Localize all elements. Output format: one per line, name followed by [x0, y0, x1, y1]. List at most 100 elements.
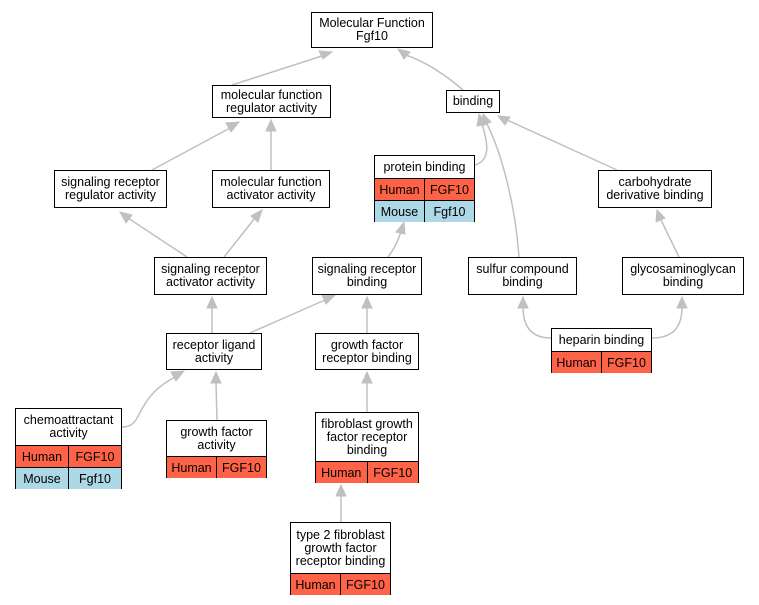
- node-label: glycosaminoglycan binding: [630, 262, 736, 289]
- human-annotation-row: Human FGF10: [16, 445, 121, 467]
- node-label: fibroblast growth factor receptor bindin…: [321, 416, 413, 457]
- node-label: molecular function activator activity: [220, 175, 322, 202]
- node-label: protein binding: [383, 159, 466, 174]
- edge-rla-to-sraa: [206, 295, 218, 333]
- node-type-2-fibroblast-growth-factor-receptor-binding[interactable]: type 2 fibroblast growth factor receptor…: [290, 522, 391, 595]
- edge-line: [231, 54, 326, 86]
- edge-line: [486, 123, 520, 258]
- edge-line: [387, 231, 402, 258]
- mouse-annotation-row: Mouse Fgf10: [375, 200, 474, 222]
- arrowhead: [396, 48, 411, 60]
- arrowhead: [361, 370, 373, 384]
- human-annotation-row: Human FGF10: [375, 178, 474, 200]
- edge-mfaa-to-mfra: [265, 118, 277, 170]
- edge-line: [660, 219, 680, 258]
- species-cell: Human: [556, 355, 597, 370]
- node-label: receptor ligand activity: [172, 337, 256, 365]
- node-chemoattractant-activity[interactable]: chemoattractant activity Human FGF10 Mou…: [15, 408, 122, 489]
- arrowhead: [210, 370, 222, 384]
- node-protein-binding[interactable]: protein binding Human FGF10 Mouse Fgf10: [374, 155, 475, 222]
- edge-line: [405, 54, 464, 91]
- node-heparin-binding[interactable]: heparin binding Human FGF10: [551, 328, 652, 373]
- edge-heparin-to-sulfur: [517, 295, 552, 339]
- arrowhead: [170, 370, 186, 382]
- edge-line: [127, 217, 188, 258]
- arrowhead: [496, 115, 511, 126]
- gene-cell: FGF10: [366, 462, 419, 483]
- edge-line: [151, 127, 231, 171]
- edge-gag-to-carb: [655, 208, 680, 258]
- arrowhead: [481, 112, 492, 127]
- node-signaling-receptor-regulator-activity[interactable]: signaling receptor regulator activity: [54, 170, 167, 208]
- human-annotation-row: Human FGF10: [167, 456, 266, 478]
- node-sulfur-compound-binding[interactable]: sulfur compound binding: [468, 257, 577, 295]
- arrowhead: [655, 208, 666, 223]
- species-cell: Human: [171, 460, 212, 475]
- node-binding[interactable]: binding: [446, 90, 500, 113]
- arrowhead: [206, 295, 218, 309]
- gene-cell: FGF10: [216, 457, 266, 478]
- mouse-annotation-row: Mouse Fgf10: [16, 467, 121, 489]
- node-label: sulfur compound binding: [476, 262, 569, 289]
- arrowhead: [318, 50, 334, 60]
- edge-gfrb-to-srb: [361, 295, 373, 333]
- edge-line: [474, 123, 488, 166]
- arrowhead: [321, 294, 337, 305]
- arrowhead: [265, 118, 277, 132]
- node-signaling-receptor-activator-activity[interactable]: signaling receptor activator activity: [154, 257, 267, 295]
- node-label: type 2 fibroblast growth factor receptor…: [295, 527, 386, 568]
- arrowhead: [250, 208, 263, 223]
- node-molecular-function-activator-activity[interactable]: molecular function activator activity: [212, 170, 330, 208]
- node-label: carbohydrate derivative binding: [606, 175, 704, 202]
- node-fibroblast-growth-factor-receptor-binding[interactable]: fibroblast growth factor receptor bindin…: [315, 412, 419, 483]
- edge-t2-to-fgfrb: [335, 483, 347, 522]
- human-annotation-row: Human FGF10: [291, 573, 390, 595]
- edge-chemo-to-rla: [121, 370, 186, 428]
- arrowhead: [395, 220, 406, 235]
- node-label: Molecular Function Fgf10: [319, 16, 425, 43]
- edge-line: [651, 306, 683, 339]
- node-label: growth factor receptor binding: [322, 337, 412, 365]
- node-growth-factor-receptor-binding[interactable]: growth factor receptor binding: [315, 333, 419, 370]
- edge-carb-to-binding: [496, 115, 618, 171]
- edge-line: [121, 376, 176, 428]
- gene-cell: FGF10: [68, 446, 121, 467]
- node-label: signaling receptor binding: [317, 262, 417, 289]
- edge-line: [215, 381, 218, 421]
- arrowhead: [119, 211, 133, 224]
- edge-line: [223, 217, 256, 258]
- node-receptor-ligand-activity[interactable]: receptor ligand activity: [166, 333, 262, 370]
- edge-gfa-to-rla: [210, 370, 222, 421]
- species-cell: Human: [295, 577, 336, 592]
- species-cell: Human: [21, 449, 63, 464]
- gene-cell: FGF10: [340, 574, 390, 595]
- edge-line: [522, 306, 552, 339]
- node-label: chemoattractant activity: [23, 413, 114, 440]
- species-cell: Mouse: [23, 471, 61, 486]
- gene-cell: Fgf10: [424, 201, 474, 222]
- node-glycosaminoglycan-binding[interactable]: glycosaminoglycan binding: [622, 257, 744, 295]
- edge-sraa-to-srra: [119, 211, 188, 258]
- edge-binding-to-root: [396, 48, 464, 91]
- node-molecular-function-regulator-activity[interactable]: molecular function regulator activity: [212, 85, 331, 118]
- edge-sulfur-to-binding: [481, 112, 520, 258]
- gene-cell: Fgf10: [68, 468, 121, 489]
- gene-cell: FGF10: [601, 352, 651, 373]
- arrowhead: [517, 295, 529, 309]
- arrowhead: [676, 295, 688, 309]
- edge-mfra-to-root: [231, 50, 334, 86]
- human-annotation-row: Human FGF10: [552, 351, 651, 373]
- node-label: binding: [452, 94, 494, 108]
- node-signaling-receptor-binding[interactable]: signaling receptor binding: [312, 257, 422, 295]
- node-growth-factor-activity[interactable]: growth factor activity Human FGF10: [166, 420, 267, 478]
- edge-srra-to-mfra: [151, 121, 241, 171]
- node-label: heparin binding: [558, 332, 645, 347]
- species-cell: Mouse: [380, 204, 419, 219]
- node-label: growth factor activity: [180, 424, 253, 452]
- human-annotation-row: Human FGF10: [316, 461, 418, 483]
- node-carbohydrate-derivative-binding[interactable]: carbohydrate derivative binding: [598, 170, 712, 208]
- edge-line: [506, 119, 618, 171]
- arrowhead: [335, 483, 347, 497]
- node-molecular-function[interactable]: Molecular Function Fgf10: [311, 12, 433, 48]
